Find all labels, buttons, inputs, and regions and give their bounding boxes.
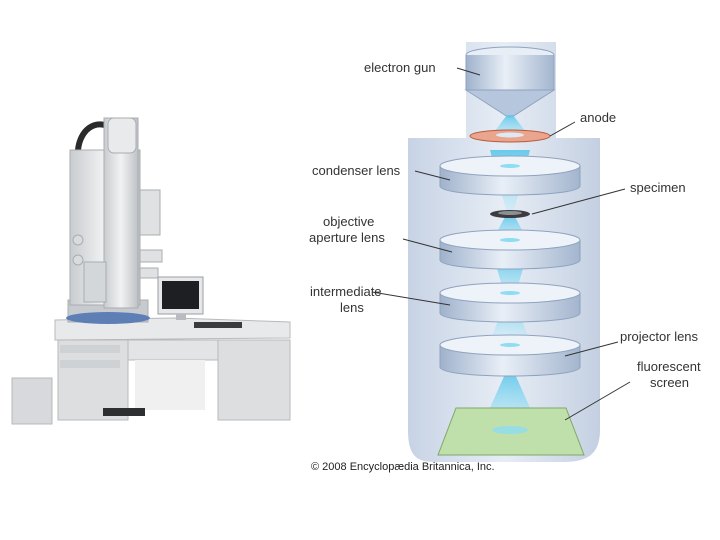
copyright-notice: © 2008 Encyclopædia Britannica, Inc.: [311, 461, 495, 473]
intermediate-lens: [440, 283, 580, 322]
microscope-photo: [12, 118, 290, 424]
label-objective-1: objective: [323, 214, 374, 229]
label-specimen: specimen: [630, 180, 686, 195]
label-electron-gun: electron gun: [364, 60, 436, 75]
label-intermediate-1: intermediate: [310, 284, 382, 299]
label-anode: anode: [580, 110, 616, 125]
label-intermediate-2: lens: [340, 300, 364, 315]
label-fluorescent-2: screen: [650, 375, 689, 390]
anode: [470, 130, 550, 142]
fluorescent-screen: [438, 408, 584, 455]
condenser-lens: [440, 156, 580, 195]
label-condenser-lens: condenser lens: [312, 163, 401, 178]
label-objective-2: aperture lens: [309, 230, 385, 245]
label-fluorescent-1: fluorescent: [637, 359, 701, 374]
label-projector-lens: projector lens: [620, 329, 699, 344]
objective-aperture-lens: [440, 230, 580, 269]
specimen: [490, 210, 530, 218]
tem-diagram: electron gun anode condenser lens specim…: [309, 42, 701, 473]
projector-lens: [440, 335, 580, 376]
